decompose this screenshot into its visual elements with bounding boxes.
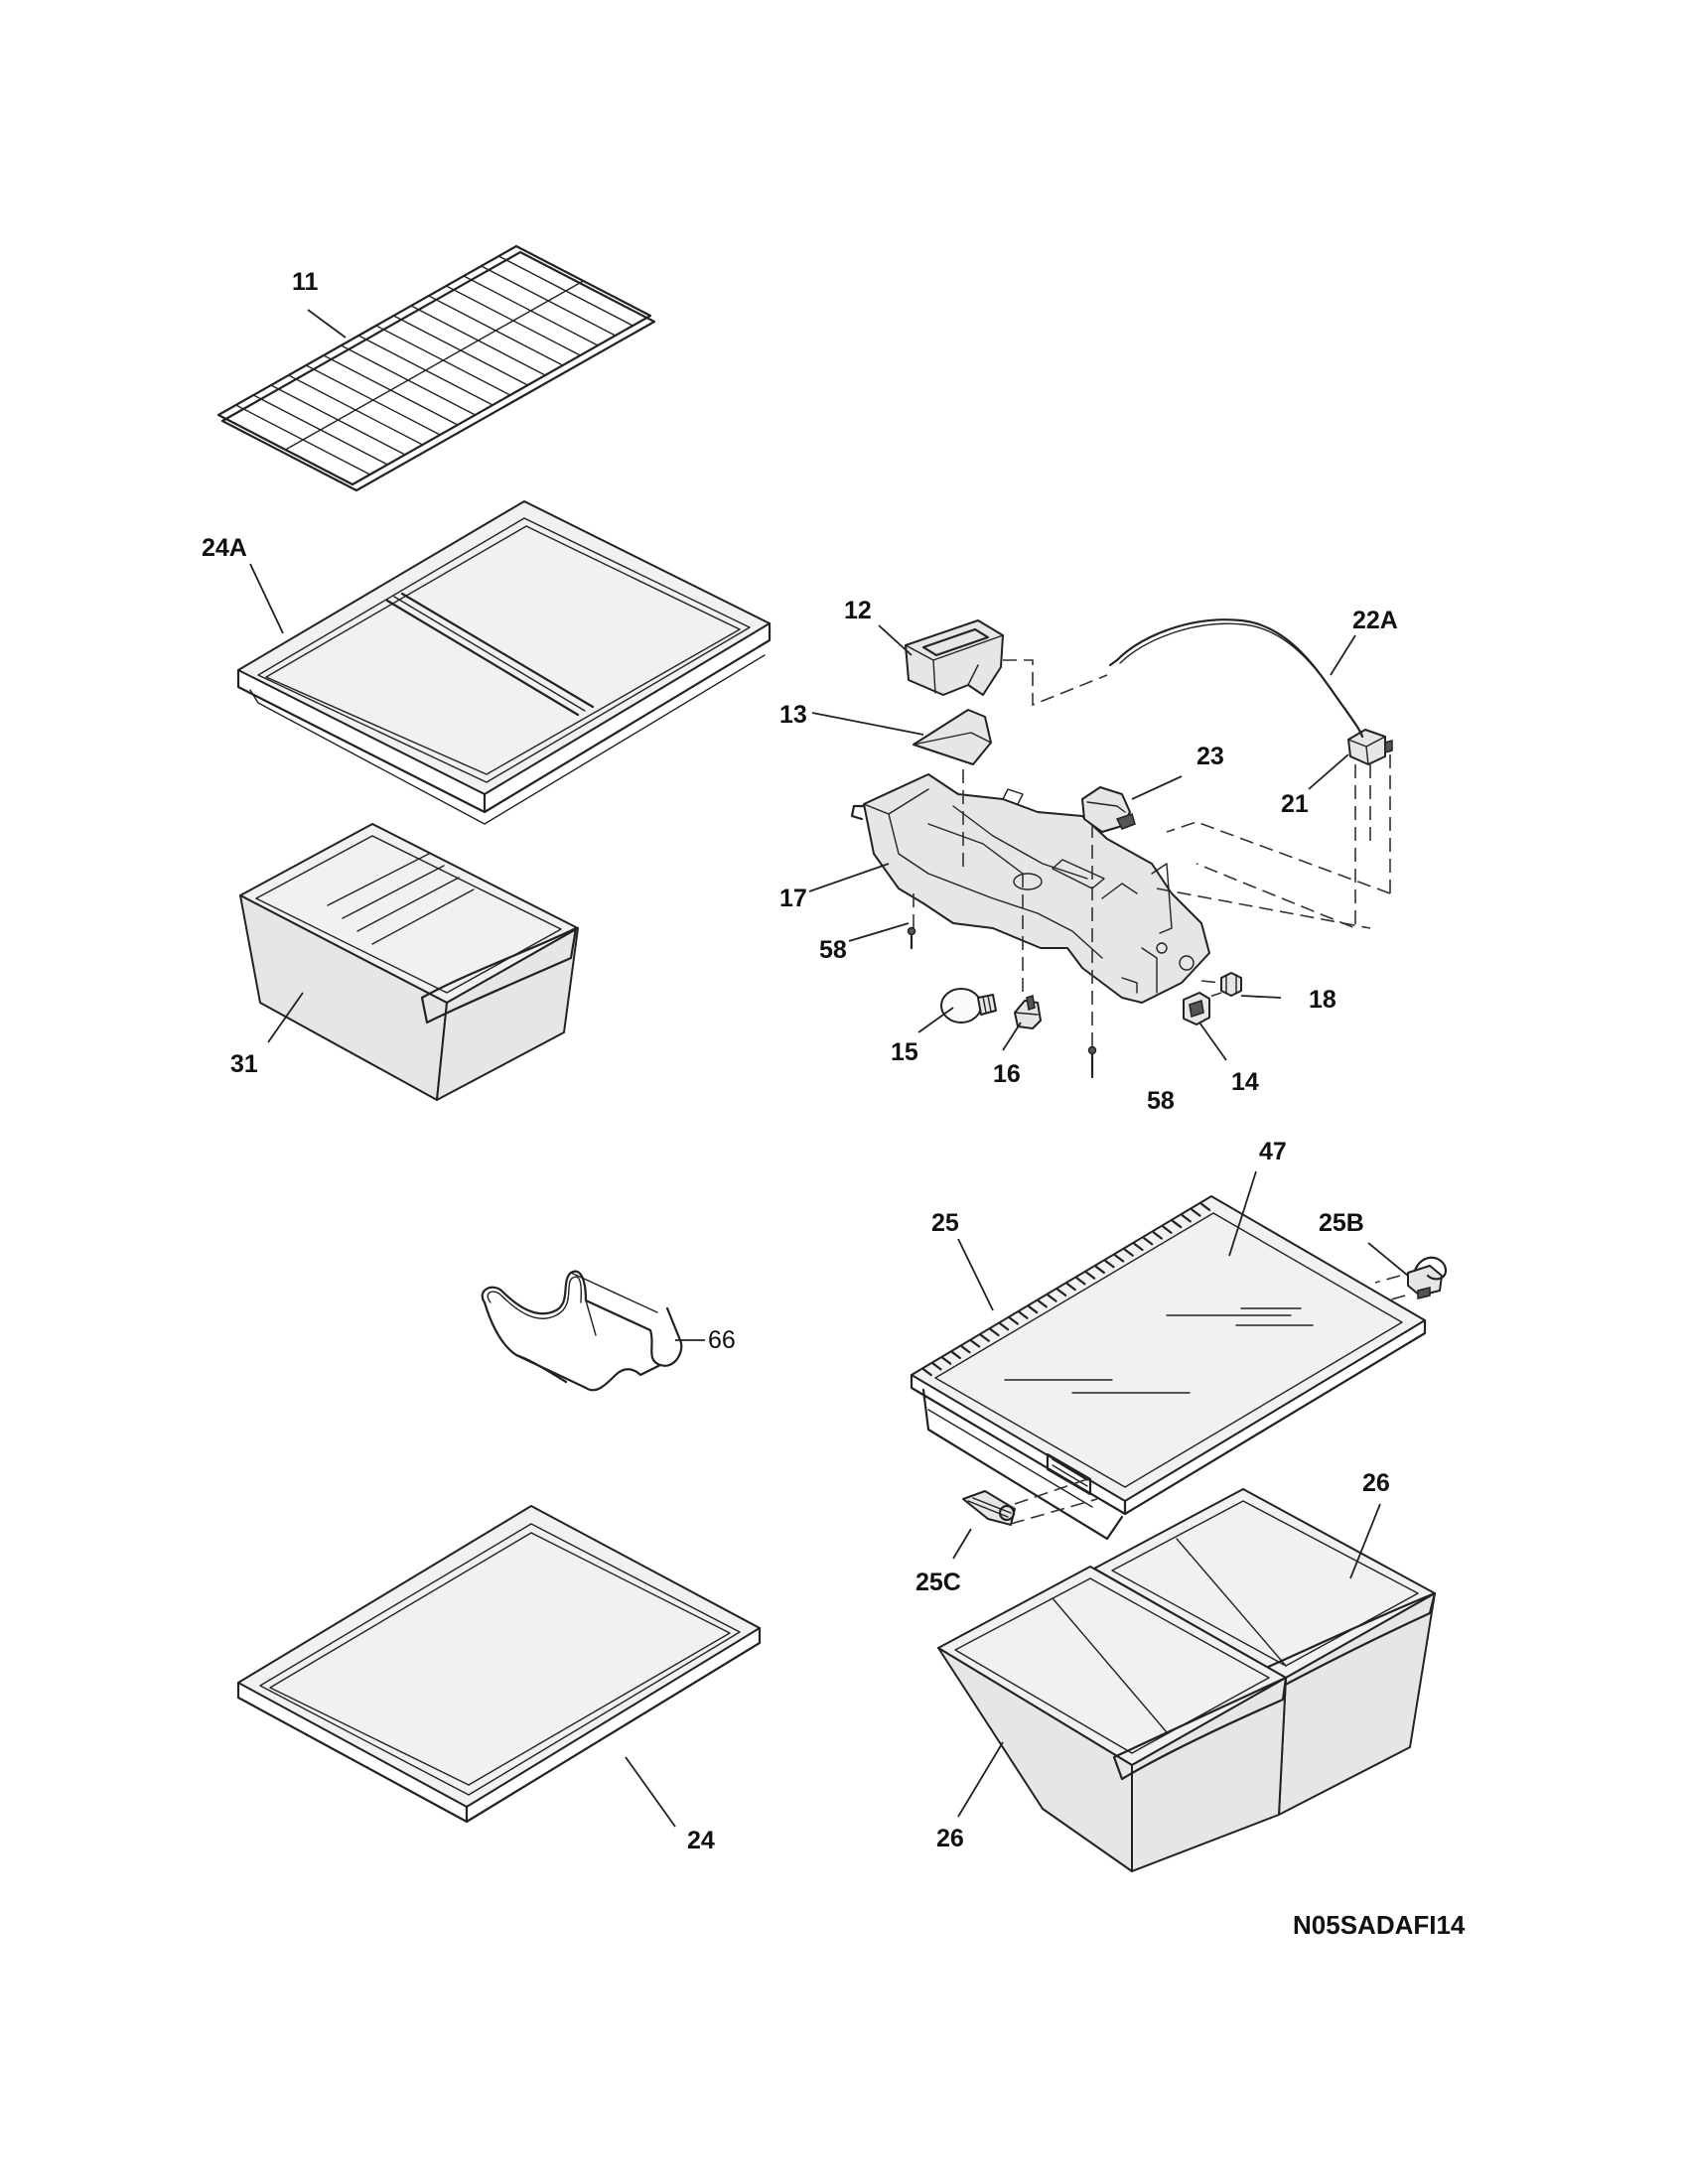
light-switch-part-21 — [1347, 729, 1393, 765]
cover-vent-slot — [1114, 1254, 1125, 1263]
slide-control-part-25c — [962, 1490, 1016, 1526]
cover-vent-slot — [1172, 1219, 1183, 1229]
cover-vent-slot — [921, 1368, 932, 1377]
control-housing-part-17 — [850, 773, 1210, 1004]
part-labels: 11 24A 31 12 13 17 58 15 16 58 14 18 21 … — [202, 268, 1398, 1854]
glass-shelf-part-24a — [236, 500, 772, 825]
cover-vent-slot — [960, 1345, 971, 1354]
glass-shelf-part-24 — [236, 1505, 762, 1824]
knob-part-18 — [1220, 972, 1242, 997]
wire-harness-part-22a — [1108, 618, 1364, 739]
drawer-part-31 — [239, 823, 579, 1101]
cover-vent-slot — [1075, 1277, 1086, 1286]
crisper-drawer-part-26-front — [937, 1566, 1288, 1872]
cover-vent-slot — [1104, 1260, 1115, 1269]
cover-vent-slot — [941, 1356, 952, 1365]
assembly-lines-lower — [1010, 1275, 1406, 1525]
lamp-socket-part-16 — [1014, 995, 1042, 1029]
switch-part-14 — [1183, 992, 1210, 1025]
cover-vent-slot — [970, 1339, 981, 1348]
wire-shelf-part-11 — [216, 244, 656, 492]
cover-vent-slot — [931, 1362, 942, 1371]
cover-vent-slot — [1008, 1316, 1019, 1325]
diagram-code: N05SADAFI14 — [1293, 1910, 1466, 1940]
cover-vent-slot — [1200, 1202, 1211, 1211]
cover-vent-slot — [979, 1333, 990, 1342]
label-15: 15 — [891, 1038, 918, 1066]
cover-vent-slot — [1018, 1310, 1029, 1319]
cover-vent-slot — [1085, 1271, 1096, 1280]
cover-vent-slot — [1047, 1294, 1057, 1302]
cover-vent-slot — [1123, 1248, 1134, 1257]
cover-vent-slot — [1181, 1214, 1192, 1223]
light-shield-part-12 — [905, 619, 1004, 696]
control-knob-part-25b — [1407, 1256, 1448, 1299]
bottle-rack-part-66 — [481, 1270, 683, 1392]
label-13: 13 — [779, 701, 807, 729]
label-16: 16 — [993, 1060, 1021, 1088]
label-58-right: 58 — [1147, 1087, 1175, 1115]
label-18: 18 — [1309, 986, 1336, 1014]
label-23: 23 — [1196, 743, 1224, 770]
cover-vent-slot — [1037, 1299, 1048, 1308]
crisper-cover-part-25 — [910, 1195, 1427, 1541]
label-24a: 24A — [202, 534, 247, 562]
label-47: 47 — [1259, 1138, 1287, 1165]
label-11: 11 — [292, 268, 319, 296]
thermostat-part-23 — [1081, 786, 1136, 833]
cover-vent-slot — [1028, 1304, 1039, 1314]
cover-vent-slot — [1133, 1242, 1144, 1252]
leader-lines — [249, 309, 1409, 1828]
cover-vent-slot — [999, 1322, 1010, 1331]
cover-vent-slot — [1152, 1231, 1163, 1240]
wire-shelf-rail — [284, 280, 585, 451]
label-14: 14 — [1231, 1068, 1259, 1096]
cover-vent-slot — [1191, 1208, 1201, 1217]
label-58-left: 58 — [819, 936, 847, 964]
cover-vent-slot — [950, 1350, 961, 1360]
cover-vent-slot — [1056, 1288, 1067, 1297]
label-17: 17 — [779, 885, 807, 912]
label-12: 12 — [844, 597, 872, 624]
light-bulb-part-15 — [940, 988, 997, 1024]
cover-vent-slot — [1065, 1283, 1076, 1292]
cover-vent-slot — [1162, 1225, 1173, 1234]
cover-vent-slot — [1143, 1237, 1154, 1246]
screw-part-58-left — [907, 926, 916, 950]
cover-vent-slot — [989, 1327, 1000, 1337]
label-25c: 25C — [915, 1569, 961, 1596]
label-25b: 25B — [1319, 1209, 1364, 1237]
label-31: 31 — [230, 1050, 258, 1078]
label-26-front: 26 — [936, 1825, 964, 1852]
label-66: 66 — [708, 1326, 736, 1354]
screw-part-58-right — [1087, 1045, 1097, 1079]
label-25: 25 — [931, 1209, 959, 1237]
cover-vent-slot — [1094, 1265, 1105, 1275]
label-26-rear: 26 — [1362, 1469, 1390, 1497]
label-21: 21 — [1281, 790, 1309, 818]
label-22a: 22A — [1352, 607, 1398, 634]
assembly-lines-upper — [913, 659, 1391, 1047]
label-24: 24 — [687, 1827, 715, 1854]
diffuser-part-13 — [913, 709, 992, 765]
